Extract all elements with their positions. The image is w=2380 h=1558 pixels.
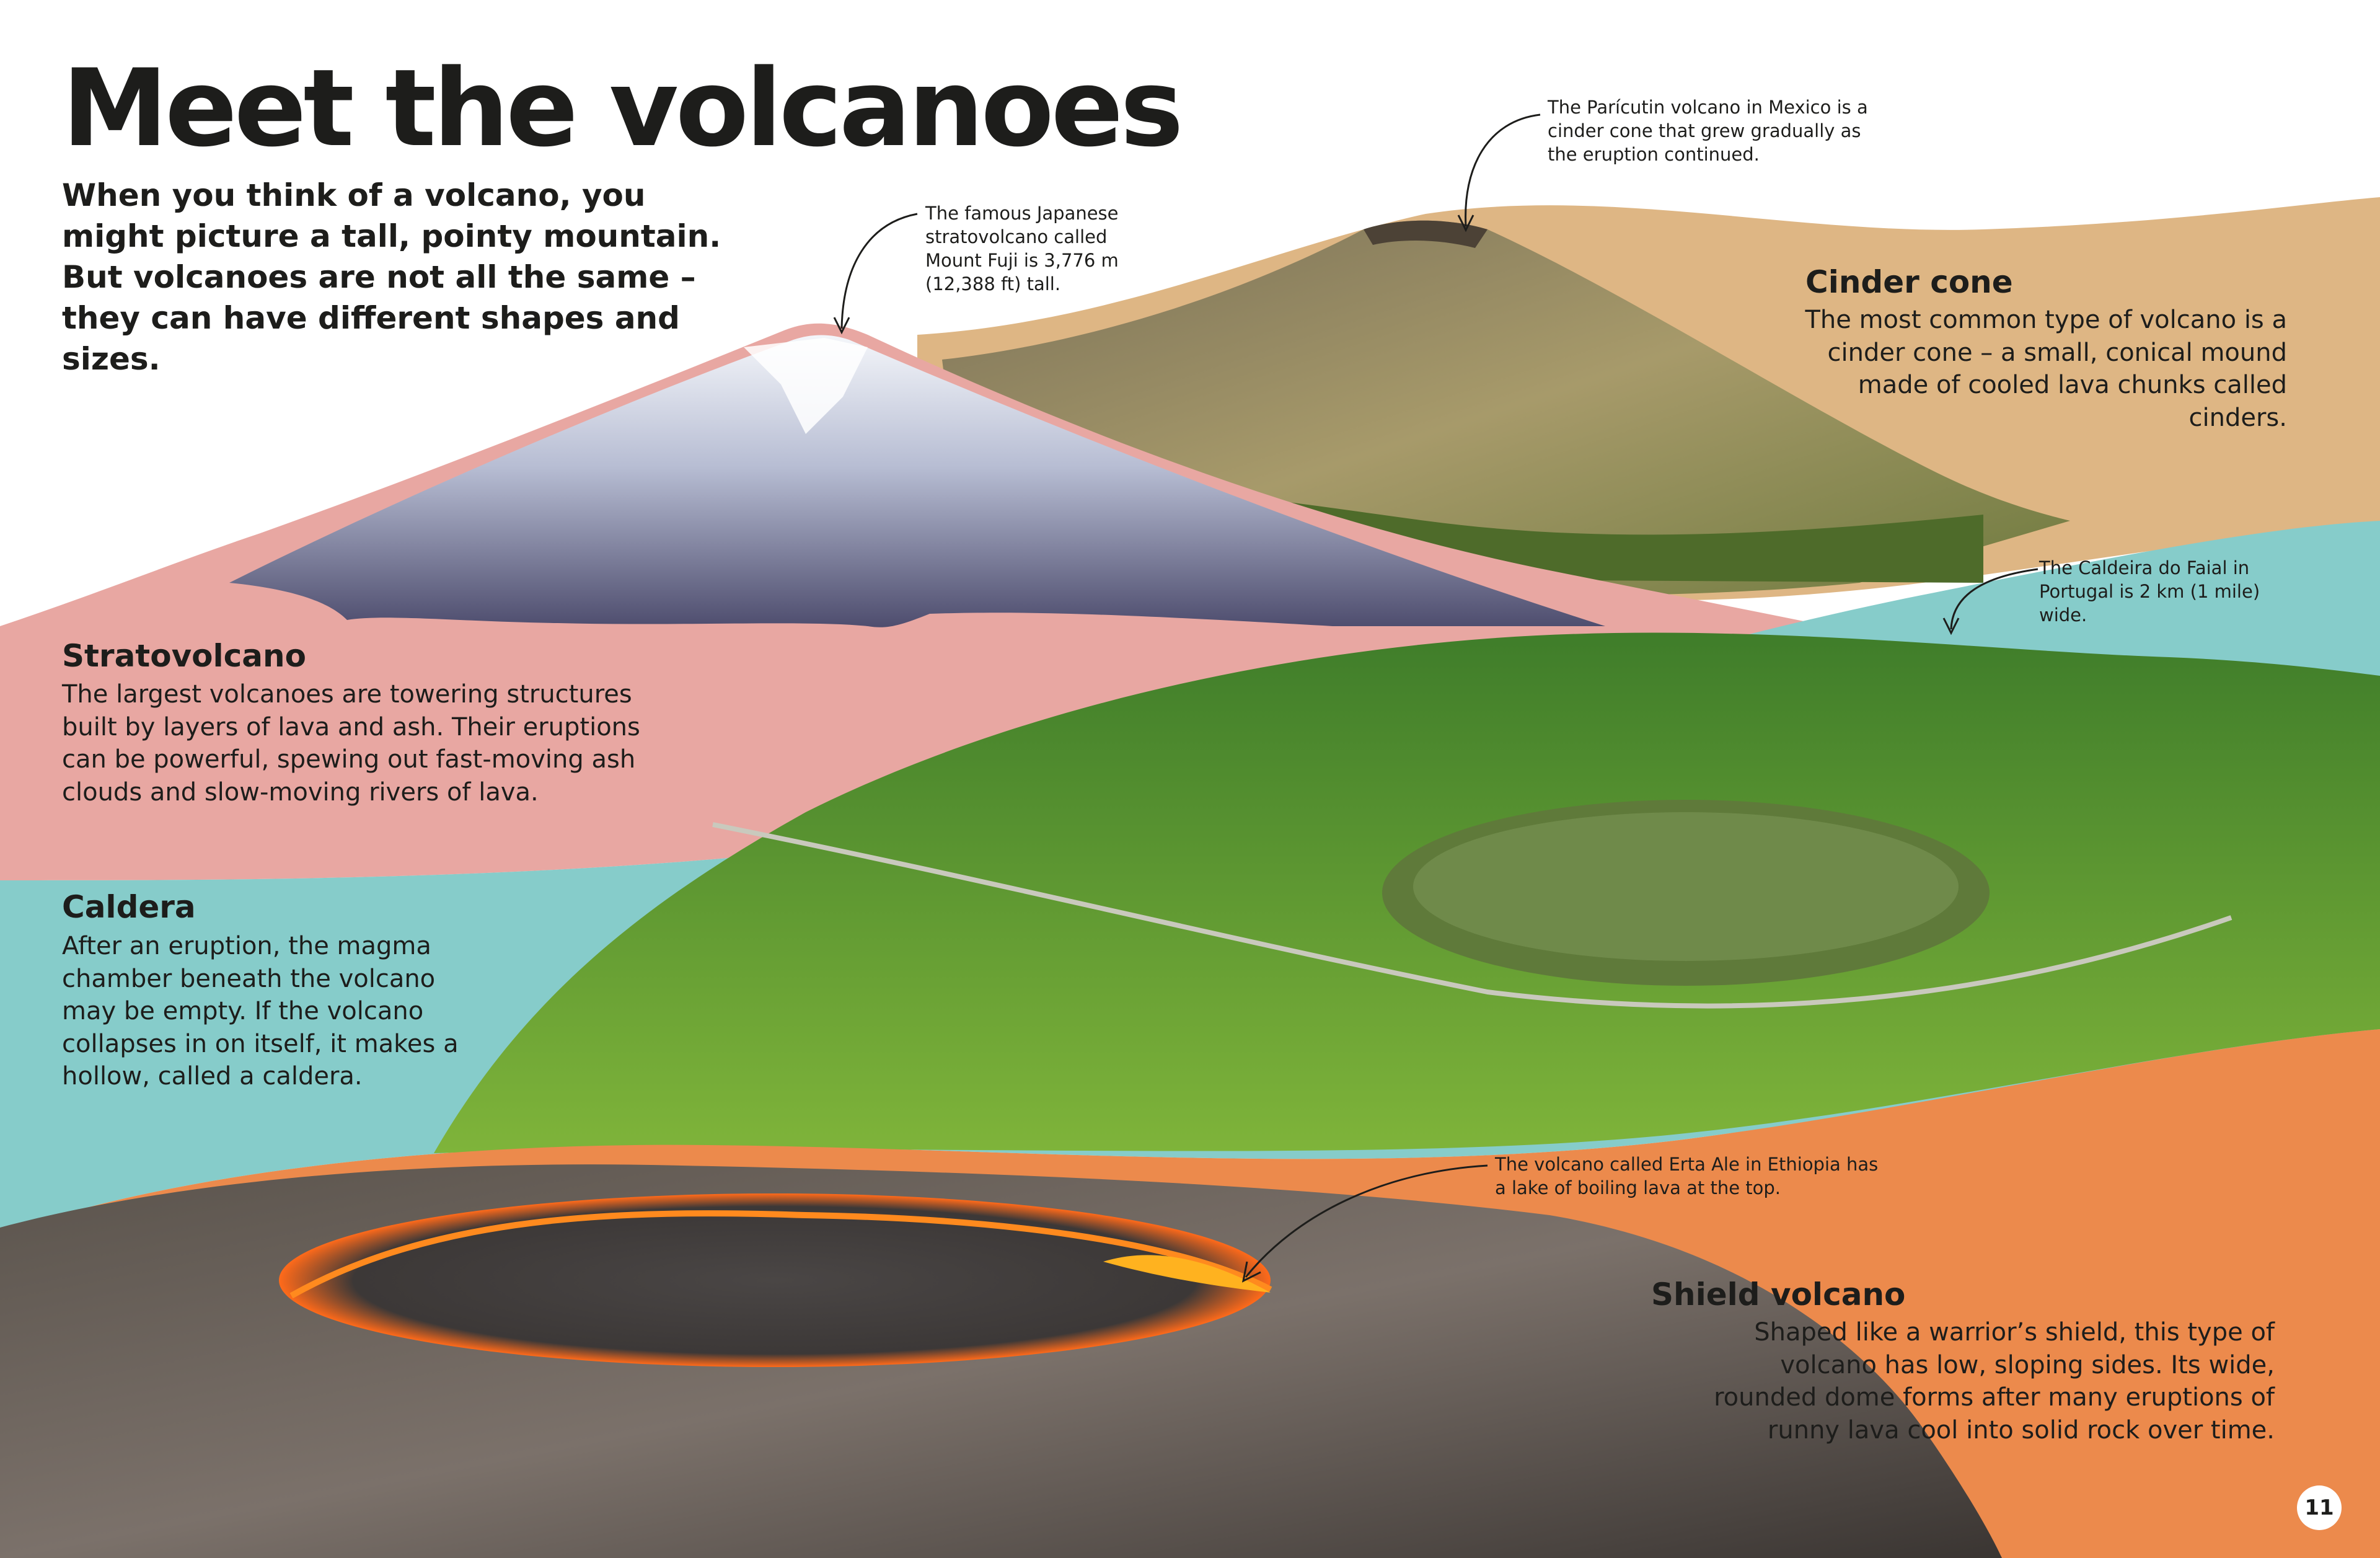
caldera-body: After an eruption, the magma chamber ben… bbox=[62, 932, 459, 1091]
caldera-road bbox=[712, 822, 2232, 1009]
mount-fuji-photo bbox=[229, 335, 1605, 627]
caldera-lake-surface bbox=[1413, 812, 1959, 961]
stratovolcano-caption: The famous Japanese stratovolcano called… bbox=[925, 203, 1119, 294]
shield-volcano-body: Shaped like a warrior’s shield, this typ… bbox=[1714, 1318, 2275, 1445]
lava-lake bbox=[279, 1193, 1271, 1367]
fuji-snowcap bbox=[744, 338, 868, 434]
cinder-crater bbox=[1364, 220, 1488, 248]
stratovolcano-body: The largest volcanoes are towering struc… bbox=[62, 680, 640, 807]
shield-volcano-heading: Shield volcano bbox=[1651, 1277, 1906, 1312]
erta-ale-caption-arrow bbox=[1245, 1164, 1488, 1278]
caldera-caption-arrow bbox=[1950, 568, 2038, 630]
shield-volcano-caption: The volcano called Erta Ale in Ethiopia … bbox=[1495, 1154, 1879, 1198]
caldera-heading: Caldera bbox=[62, 889, 196, 925]
cinder-cone-caption: The Parícutin volcano in Mexico is a cin… bbox=[1548, 97, 1868, 165]
cinder-cone-body: The most common type of volcano is a cin… bbox=[1805, 306, 2287, 432]
caldera-caption: The Caldeira do Faial in Portugal is 2 k… bbox=[2039, 557, 2260, 626]
lava-fountain bbox=[1103, 1255, 1271, 1293]
page-title: Meet the volcanoes bbox=[62, 46, 1184, 170]
fuji-caption-arrow bbox=[840, 213, 918, 329]
stratovolcano-heading: Stratovolcano bbox=[62, 638, 306, 674]
page-number: 11 bbox=[2297, 1485, 2342, 1530]
cinder-cone-heading: Cinder cone bbox=[1805, 264, 2013, 300]
lava-rim-glow bbox=[289, 1210, 1272, 1299]
intro-text: When you think of a volcano, you might p… bbox=[62, 177, 721, 377]
paricutin-caption-arrow bbox=[1465, 113, 1541, 227]
